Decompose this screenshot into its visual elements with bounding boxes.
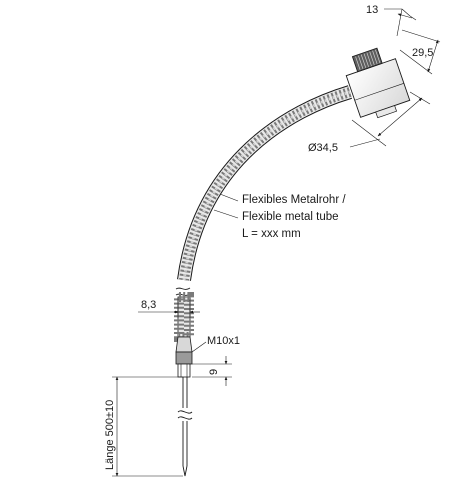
label-diameter: Ø34,5 xyxy=(308,142,338,154)
label-29-5: 29,5 xyxy=(412,47,433,59)
label-13: 13 xyxy=(366,4,378,16)
flexible-tube-straight xyxy=(174,292,194,342)
label-9: 9 xyxy=(208,369,220,375)
knurled-nut xyxy=(351,47,383,73)
flexible-metal-tube xyxy=(177,85,353,281)
note-line-2: Flexible metal tube xyxy=(242,211,339,223)
dimension-13 xyxy=(384,8,417,37)
dimension-29-5 xyxy=(399,29,441,75)
note-line-3: L = xxx mm xyxy=(242,228,301,240)
probe-rod xyxy=(177,377,193,477)
note-line-1: Flexibles Metalrohr / xyxy=(242,194,346,206)
note-leaders xyxy=(213,193,239,219)
leader-m10x1 xyxy=(191,341,207,353)
dimension-diameter xyxy=(349,91,431,148)
dimension-9 xyxy=(192,356,232,386)
m10x1-fitting xyxy=(175,336,193,378)
label-8-3: 8,3 xyxy=(141,299,156,311)
sensor-head xyxy=(345,47,411,119)
label-m10x1: M10x1 xyxy=(207,335,240,347)
dimension-laenge xyxy=(112,376,183,477)
label-laenge: Länge 500±10 xyxy=(104,400,116,470)
dimension-8-3 xyxy=(138,298,200,318)
